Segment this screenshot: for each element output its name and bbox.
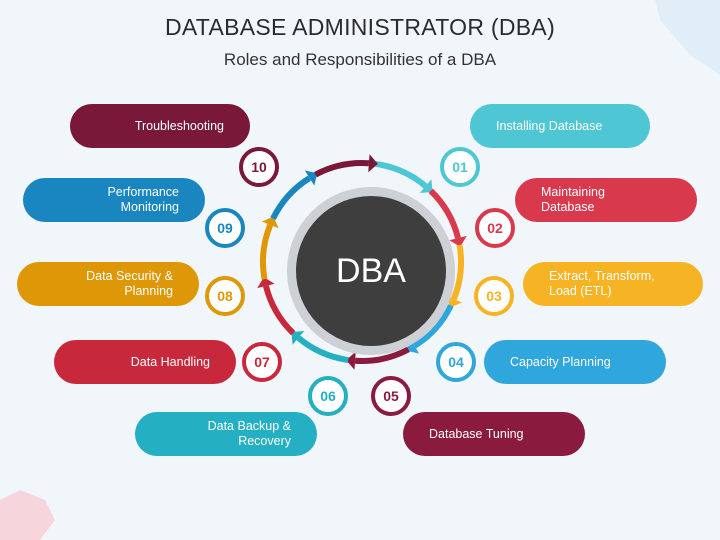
badge-01: 01: [440, 147, 480, 187]
ring-segment-01: [375, 160, 428, 189]
role-installing-database: Installing Database: [470, 104, 650, 148]
ring-arrow-07: [257, 277, 275, 289]
ring-segment-05: [354, 346, 410, 364]
role-database-tuning: Database Tuning: [403, 412, 585, 456]
badge-04: 04: [436, 342, 476, 382]
role-data-handling: Data Handling: [54, 340, 236, 384]
badge-08: 08: [205, 276, 245, 316]
role-label: Extract, Transform, Load (ETL): [549, 269, 655, 298]
badge-09: 09: [205, 208, 245, 248]
role-label: Data Security & Planning: [86, 269, 173, 298]
role-label: Installing Database: [496, 118, 603, 133]
ring-segment-06: [296, 335, 349, 364]
role-data-backup-recovery: Data Backup & Recovery: [135, 412, 317, 456]
badge-05: 05: [371, 376, 411, 416]
ring-segment-04: [412, 304, 454, 349]
role-performance-monitoring: Performance Monitoring: [23, 178, 205, 222]
role-label: Data Handling: [130, 354, 210, 369]
ring-arrow-01: [419, 179, 433, 194]
role-label: Performance Monitoring: [107, 185, 179, 214]
badge-02: 02: [475, 208, 515, 248]
page-subtitle: Roles and Responsibilities of a DBA: [223, 50, 497, 69]
badge-03: 03: [474, 276, 514, 316]
role-label: Maintaining Database: [541, 185, 605, 214]
ring-arrow-02: [449, 235, 467, 247]
page-title: DATABASE ADMINISTRATOR (DBA): [164, 14, 556, 40]
role-label: Data Backup & Recovery: [207, 419, 291, 448]
ring-segment-08: [260, 223, 274, 280]
role-capacity-planning: Capacity Planning: [484, 340, 666, 384]
badge-07: 07: [242, 342, 282, 382]
badge-10: 10: [239, 147, 279, 187]
ring-segment-03: [450, 244, 464, 301]
dba-hub: DBA: [287, 187, 455, 355]
role-label: Troubleshooting: [134, 118, 224, 133]
role-troubleshooting: Troubleshooting: [70, 104, 250, 148]
ring-segment-09: [270, 175, 312, 220]
ring-segment-07: [263, 285, 296, 336]
role-maintaining-database: Maintaining Database: [515, 178, 697, 222]
ring-arrow-06: [291, 330, 305, 345]
ring-arrow-10: [368, 154, 378, 173]
role-label: Capacity Planning: [510, 354, 611, 369]
hub-label: DBA: [336, 251, 406, 290]
badge-06: 06: [308, 376, 348, 416]
ring-segment-10: [314, 160, 370, 178]
role-label: Database Tuning: [429, 426, 524, 441]
ring-arrow-09: [304, 170, 318, 186]
role-etl: Extract, Transform, Load (ETL): [523, 262, 703, 306]
role-data-security-planning: Data Security & Planning: [17, 262, 199, 306]
ring-arrow-08: [261, 216, 279, 229]
ring-arrow-05: [346, 351, 356, 370]
ring-segment-02: [428, 188, 461, 239]
